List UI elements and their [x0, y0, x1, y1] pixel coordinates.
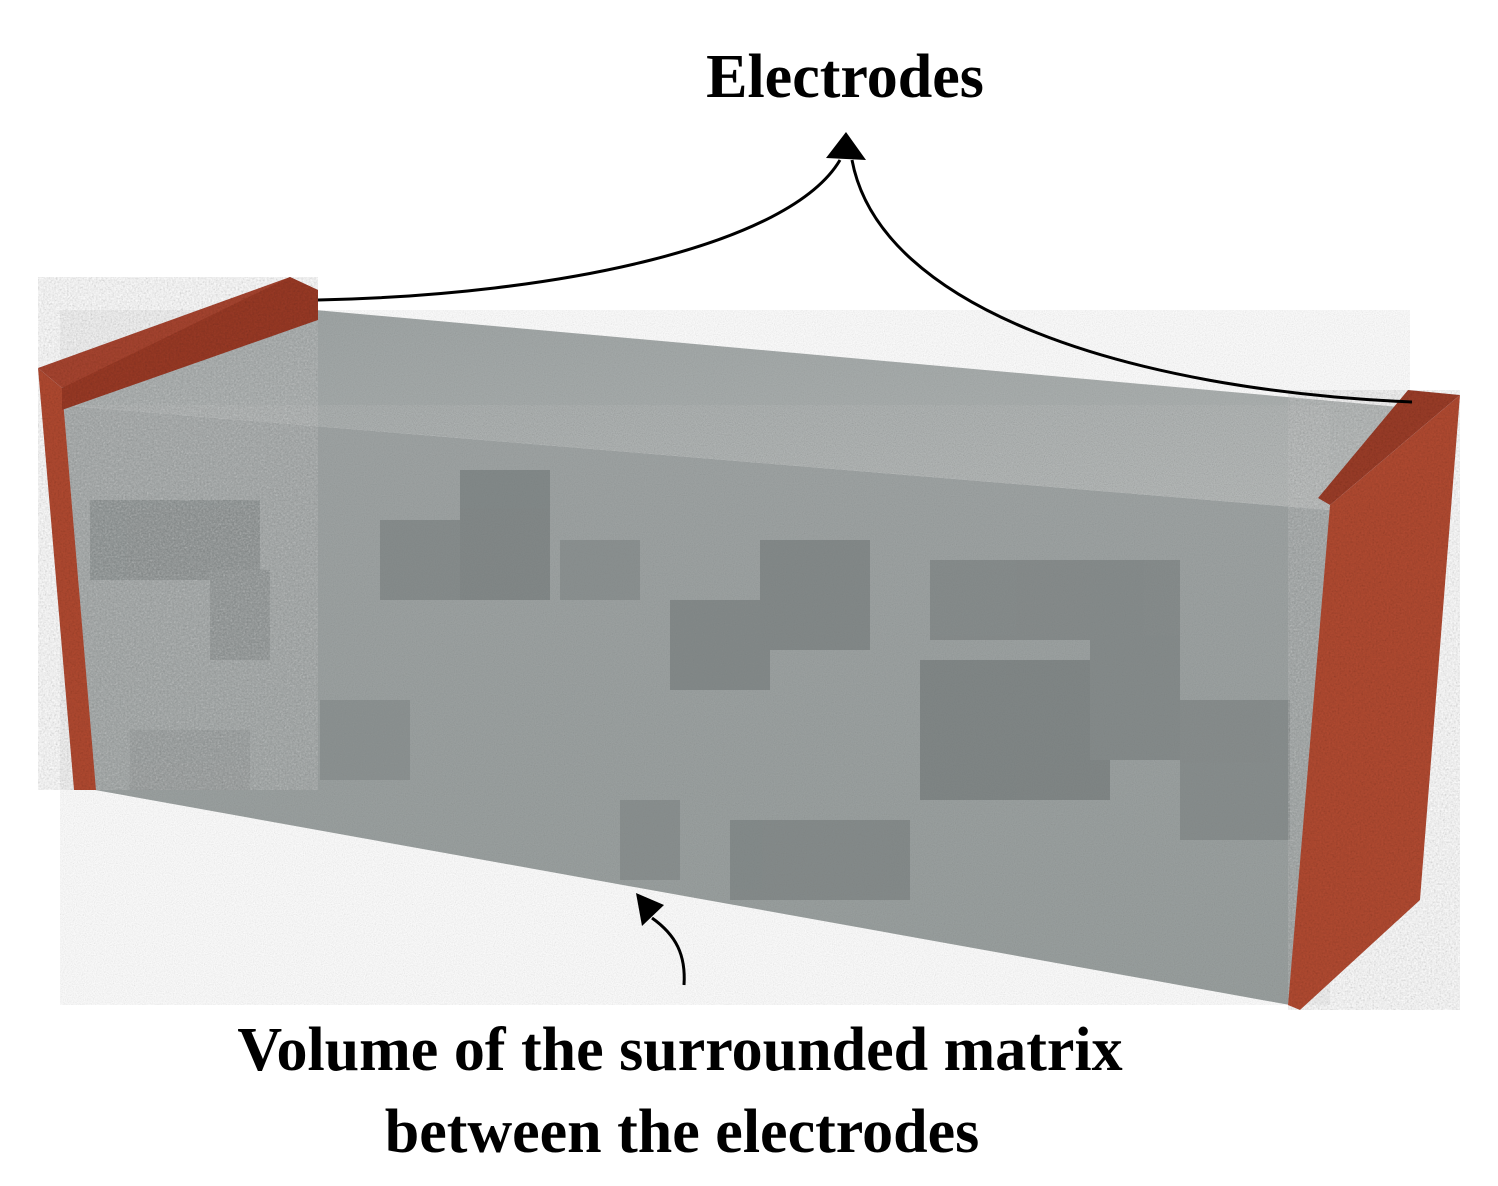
volume-arrowhead [636, 893, 664, 926]
electrode-leader-right [850, 159, 1413, 404]
volume-leader [651, 916, 686, 986]
left-electrode [38, 277, 318, 790]
electrode-leader-left [317, 159, 842, 302]
concrete-texture [90, 470, 1290, 900]
right-electrode-top [1318, 390, 1460, 505]
left-electrode-side [62, 277, 318, 410]
right-electrode-face [1288, 395, 1460, 1010]
concrete-block [60, 310, 1410, 1005]
left-electrode-front [38, 368, 96, 790]
volume-label-line2: between the electrodes [385, 1098, 980, 1166]
volume-label-line1: Volume of the surrounded matrix [237, 1016, 1122, 1084]
electrode-arrowhead [826, 132, 866, 160]
block-top-face [60, 310, 1410, 510]
block-front-face [60, 405, 1330, 1005]
right-electrode [1288, 390, 1460, 1010]
electrodes-label: Electrodes [706, 43, 984, 111]
